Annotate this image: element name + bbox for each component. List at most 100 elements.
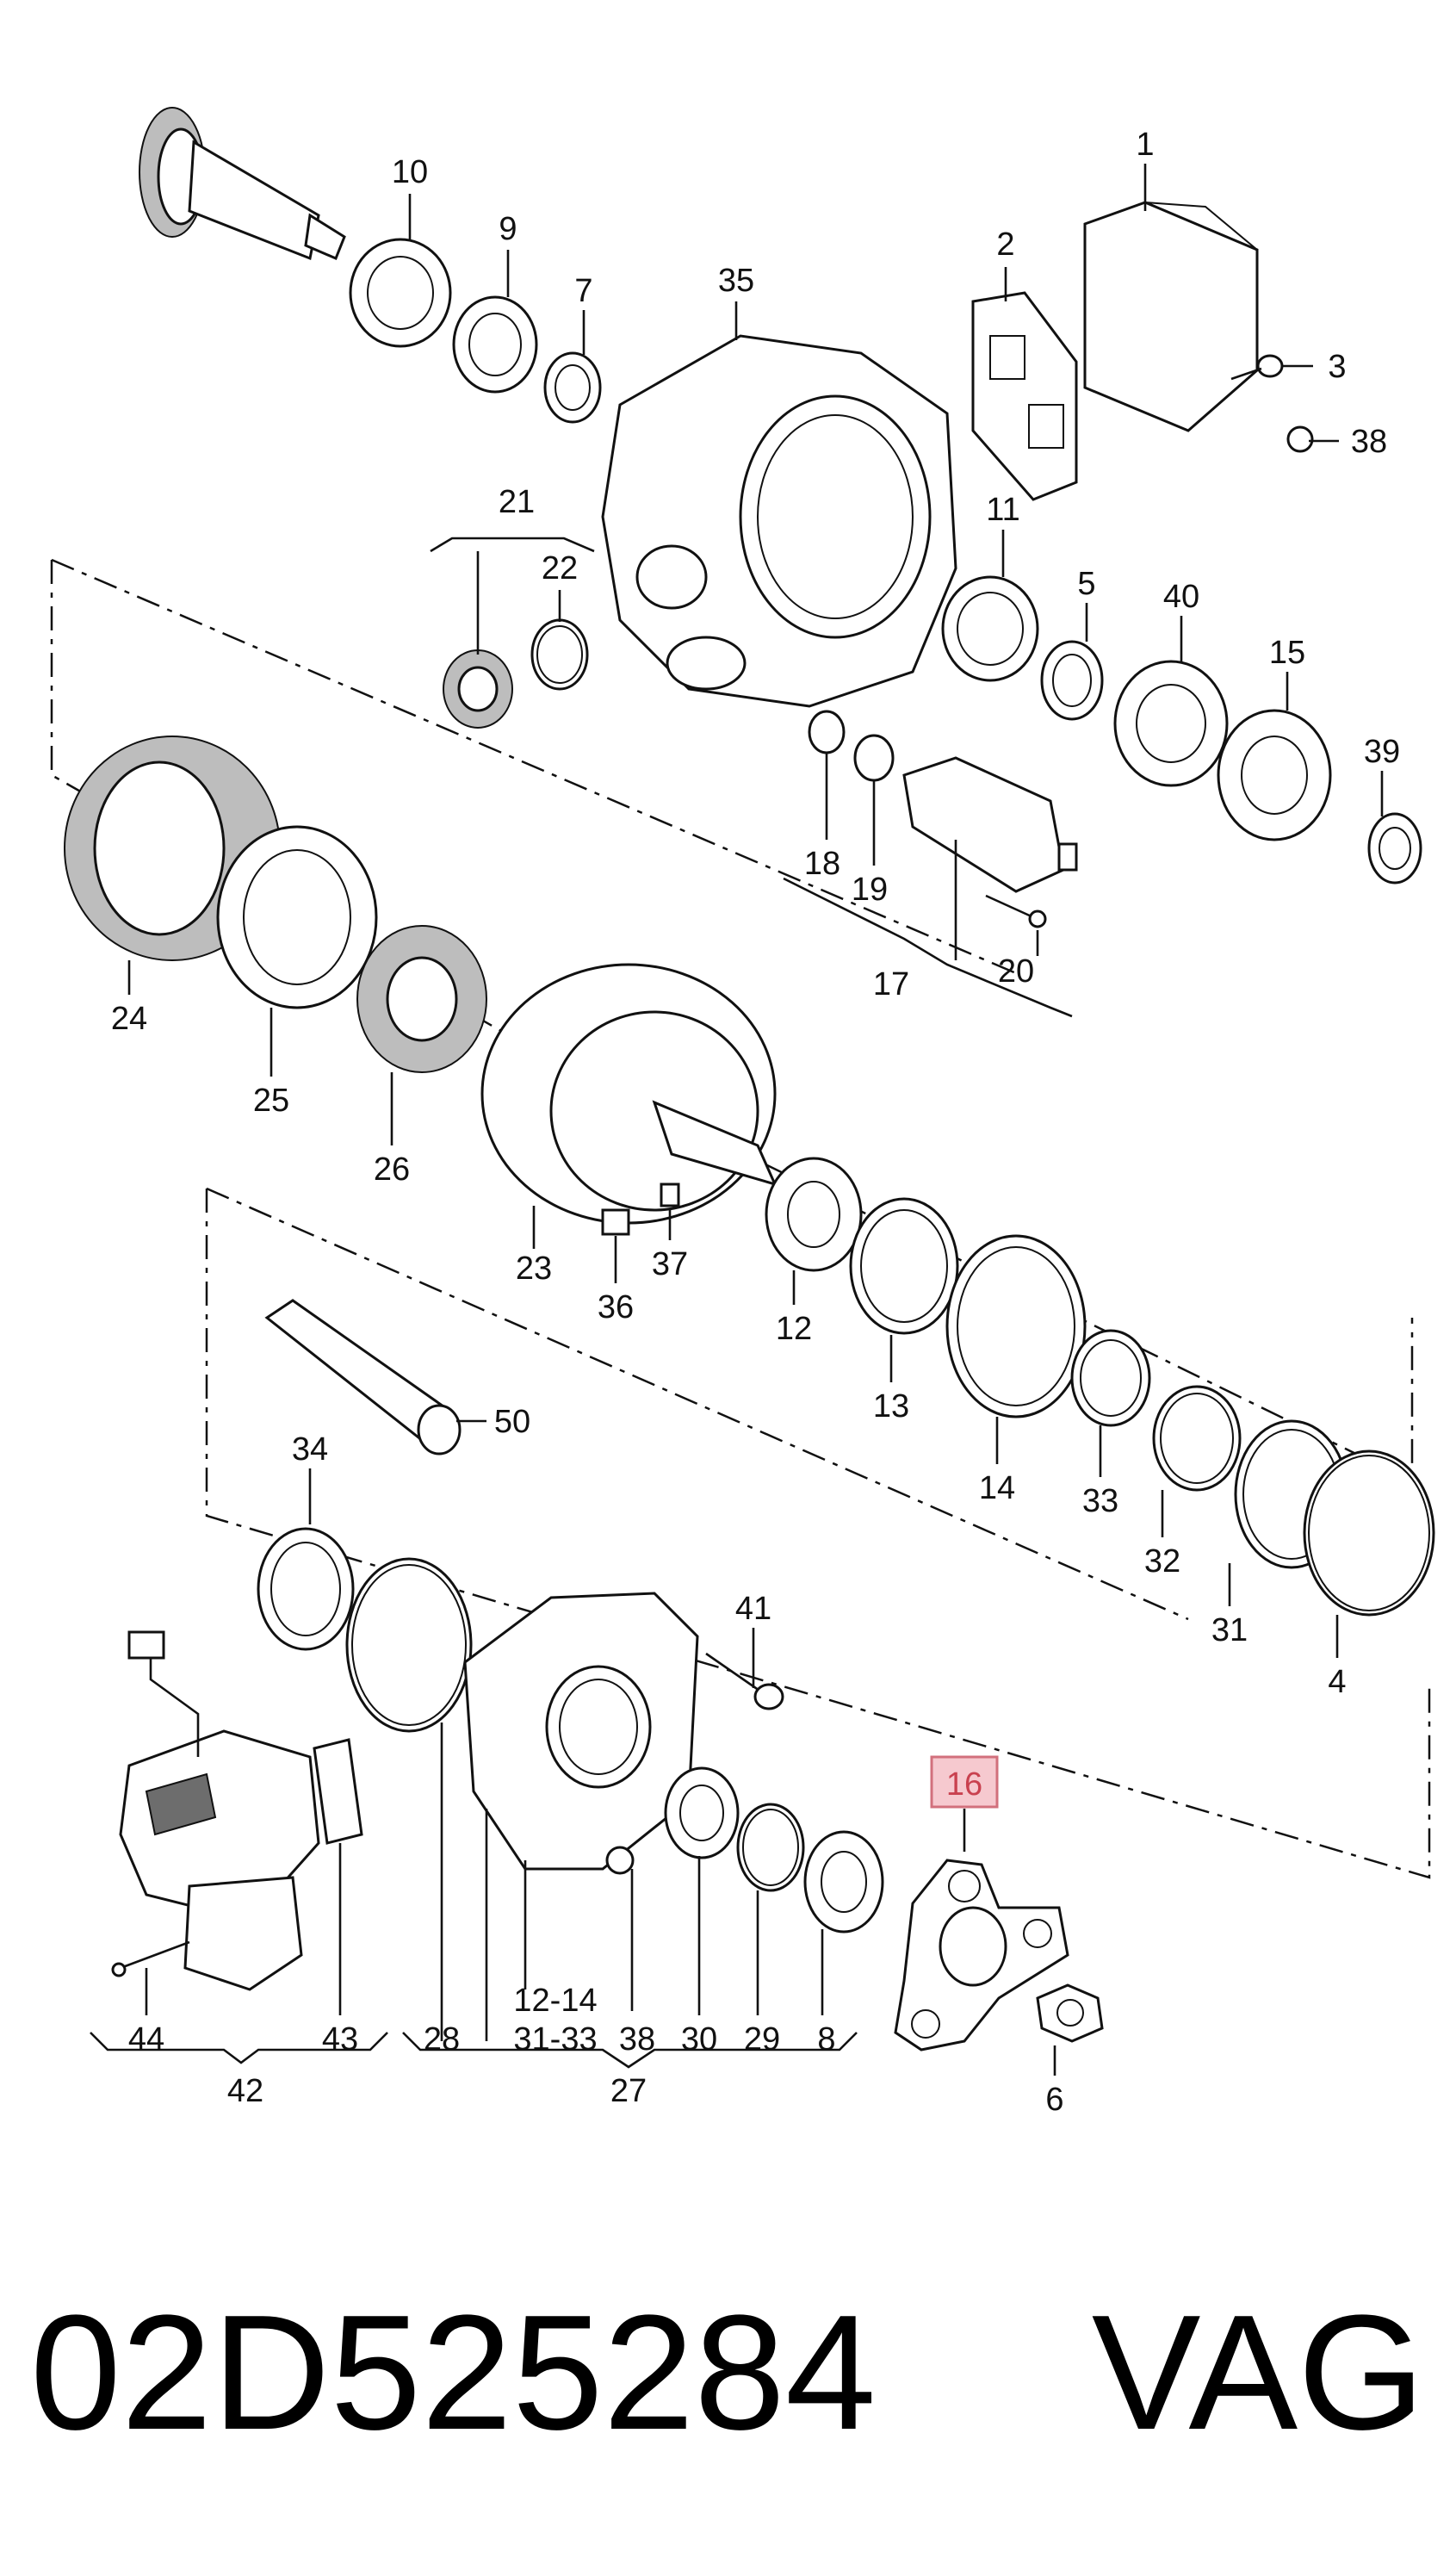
part-planet-carrier-23 <box>480 963 778 1225</box>
callout-16: 16 <box>946 1766 982 1803</box>
callout-19: 19 <box>852 872 888 908</box>
callout-8: 8 <box>817 2021 835 2058</box>
part-pin-37 <box>660 1182 680 1207</box>
callout-range-12-14: 12-14 <box>513 1983 597 2019</box>
callout-7: 7 <box>574 273 592 309</box>
callout-29: 29 <box>744 2021 780 2058</box>
callout-1: 1 <box>1136 127 1154 163</box>
part-shim-40 <box>1113 660 1229 787</box>
callout-24: 24 <box>111 1001 147 1037</box>
part-cover <box>1083 201 1259 432</box>
part-needle-bearing-39 <box>1367 812 1422 885</box>
part-shim-15 <box>1217 709 1332 841</box>
callout-11: 11 <box>986 492 1019 528</box>
part-bolt-41 <box>705 1652 784 1710</box>
callout-10: 10 <box>392 154 428 190</box>
part-screw-20 <box>985 894 1047 928</box>
part-oring-4 <box>1303 1449 1435 1617</box>
part-clip-36 <box>601 1208 630 1236</box>
part-bearing-8 <box>803 1830 884 1934</box>
part-bearing-10 <box>349 238 452 348</box>
callout-2: 2 <box>996 227 1014 263</box>
part-nut-6 <box>1036 1983 1104 2043</box>
part-bearing-11 <box>941 575 1039 682</box>
part-number: 02D525284 <box>30 2281 877 2464</box>
callout-37: 37 <box>652 1246 688 1282</box>
part-oring-28 <box>345 1557 473 1733</box>
callout-41: 41 <box>735 1591 771 1627</box>
callout-23: 23 <box>516 1251 552 1287</box>
part-bearing-5 <box>1040 640 1104 721</box>
callout-44: 44 <box>128 2021 164 2058</box>
part-circlip-29 <box>736 1803 805 1892</box>
part-gear-21 <box>443 649 513 729</box>
part-planet-gear-26 <box>356 925 487 1073</box>
callout-3: 3 <box>1328 349 1346 385</box>
leader-lines <box>90 164 1384 2076</box>
callout-28: 28 <box>424 2021 460 2058</box>
callout-5: 5 <box>1077 566 1095 602</box>
part-ring-13 <box>849 1197 959 1335</box>
callout-33: 33 <box>1082 1483 1118 1519</box>
part-housing <box>601 334 957 708</box>
callout-31: 31 <box>1211 1612 1248 1648</box>
callout-21: 21 <box>499 484 535 520</box>
part-ring-32 <box>1152 1385 1242 1492</box>
callout-40: 40 <box>1163 579 1199 615</box>
assembly-boundary-lines <box>50 558 1431 1879</box>
callout-30: 30 <box>681 2021 717 2058</box>
part-oring-19 <box>853 734 895 782</box>
callout-9: 9 <box>499 211 517 247</box>
part-seal-30 <box>664 1766 740 1859</box>
callout-14: 14 <box>979 1470 1015 1506</box>
callout-22: 22 <box>542 550 578 587</box>
part-oring-18 <box>808 710 846 754</box>
callout-34: 34 <box>292 1431 328 1468</box>
part-gasket <box>971 291 1078 501</box>
part-housing-27 <box>463 1592 699 1871</box>
part-ring-7 <box>543 351 602 424</box>
callout-36: 36 <box>598 1289 634 1325</box>
part-ring-14 <box>945 1234 1087 1418</box>
part-bolt-3 <box>1230 354 1284 381</box>
callout-20: 20 <box>998 953 1034 990</box>
part-plug-38-bottom <box>605 1846 635 1875</box>
callout-range-31-33: 31-33 <box>513 2021 597 2058</box>
callout-16-highlight: 16 <box>930 1755 999 1809</box>
part-clutch-disc-25 <box>216 825 378 1009</box>
callout-38-bottom: 38 <box>619 2021 655 2058</box>
callout-18: 18 <box>804 846 840 882</box>
callout-38: 38 <box>1351 424 1387 460</box>
callout-6: 6 <box>1045 2082 1063 2118</box>
callout-12: 12 <box>776 1311 812 1347</box>
footer: 02D525284 VAG <box>30 2281 1425 2464</box>
part-bearing-9 <box>452 295 538 394</box>
callout-42: 42 <box>227 2073 263 2109</box>
callout-50: 50 <box>494 1404 530 1440</box>
part-control-unit-42 <box>119 1630 320 1991</box>
part-seal-33 <box>1070 1329 1151 1427</box>
callout-35: 35 <box>718 263 754 299</box>
callout-17: 17 <box>873 966 909 1002</box>
callout-27: 27 <box>610 2073 647 2109</box>
part-friction-plate-34 <box>257 1527 355 1651</box>
part-plug-38-top <box>1286 425 1314 453</box>
callout-32: 32 <box>1144 1543 1180 1580</box>
part-washer-12 <box>765 1157 863 1272</box>
callout-15: 15 <box>1269 635 1305 671</box>
part-pin-50 <box>264 1299 462 1456</box>
part-actuator-17 <box>902 756 1078 893</box>
callout-4: 4 <box>1328 1664 1346 1700</box>
part-gasket-43 <box>313 1738 363 1845</box>
brand-name: VAG <box>1092 2281 1425 2464</box>
part-pinion-shaft <box>139 107 346 261</box>
callout-39: 39 <box>1364 734 1400 770</box>
callout-labels: 1 2 3 4 5 6 7 8 9 10 11 12 13 14 15 16 1… <box>111 127 1400 2118</box>
callout-26: 26 <box>374 1151 410 1188</box>
callout-13: 13 <box>873 1388 909 1425</box>
callout-25: 25 <box>253 1083 289 1119</box>
part-flange-16 <box>894 1859 1069 2051</box>
part-oring-22 <box>530 618 589 691</box>
callout-43: 43 <box>322 2021 358 2058</box>
